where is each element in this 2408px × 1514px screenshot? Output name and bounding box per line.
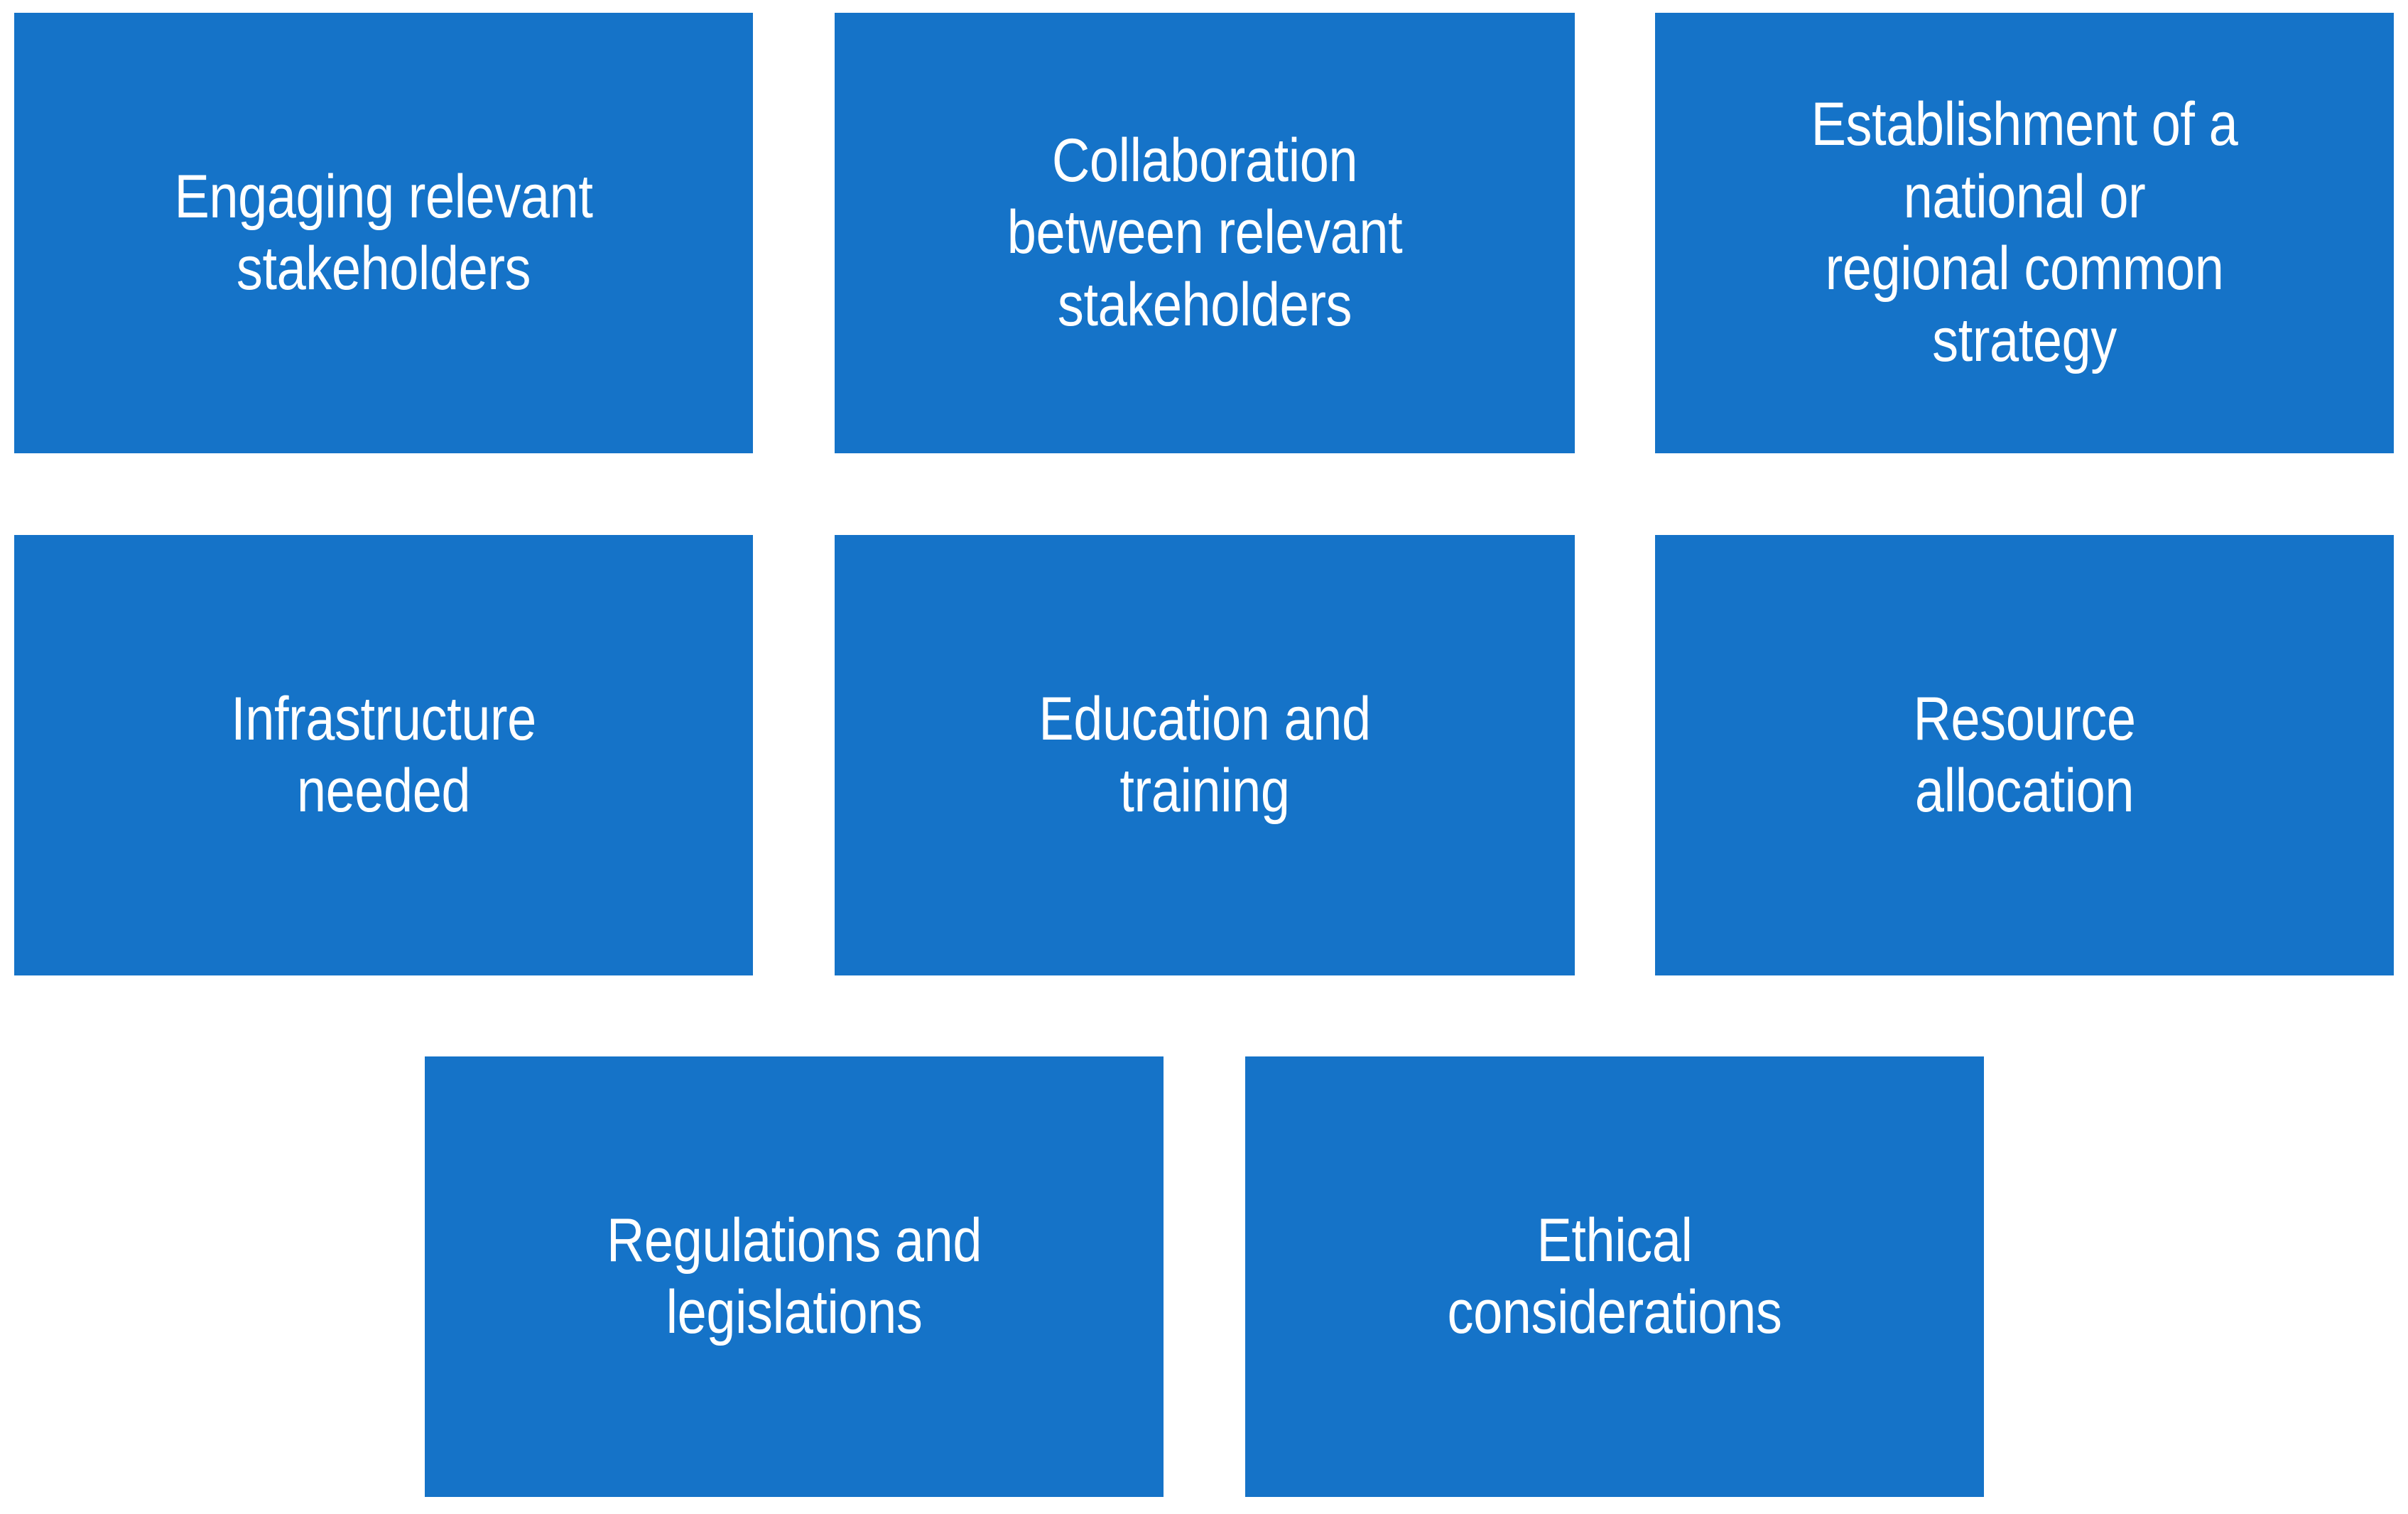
concept-box-collaboration[interactable]: Collaboration between relevant stakehold…	[835, 13, 1575, 453]
concept-box-education-training[interactable]: Education and training	[835, 535, 1575, 975]
concept-box-engaging-stakeholders[interactable]: Engaging relevant stakeholders	[14, 13, 753, 453]
concept-box-label: Education and training	[1038, 684, 1371, 825]
concept-box-resource-allocation[interactable]: Resource allocation	[1655, 535, 2394, 975]
concept-box-ethical[interactable]: Ethical considerations	[1245, 1056, 1984, 1497]
concept-box-label: Engaging relevant stakeholders	[174, 162, 593, 303]
concept-box-infrastructure[interactable]: Infrastructure needed	[14, 535, 753, 975]
concept-box-regulations[interactable]: Regulations and legislations	[425, 1056, 1164, 1497]
concept-box-label: Regulations and legislations	[606, 1206, 982, 1346]
concept-box-label: Resource allocation	[1913, 684, 2136, 825]
concept-box-label: Establishment of a national or regional …	[1811, 90, 2238, 375]
concept-box-label: Infrastructure needed	[231, 684, 536, 825]
concept-box-common-strategy[interactable]: Establishment of a national or regional …	[1655, 13, 2394, 453]
concept-box-label: Collaboration between relevant stakehold…	[1007, 126, 1403, 339]
concept-box-label: Ethical considerations	[1447, 1206, 1782, 1346]
